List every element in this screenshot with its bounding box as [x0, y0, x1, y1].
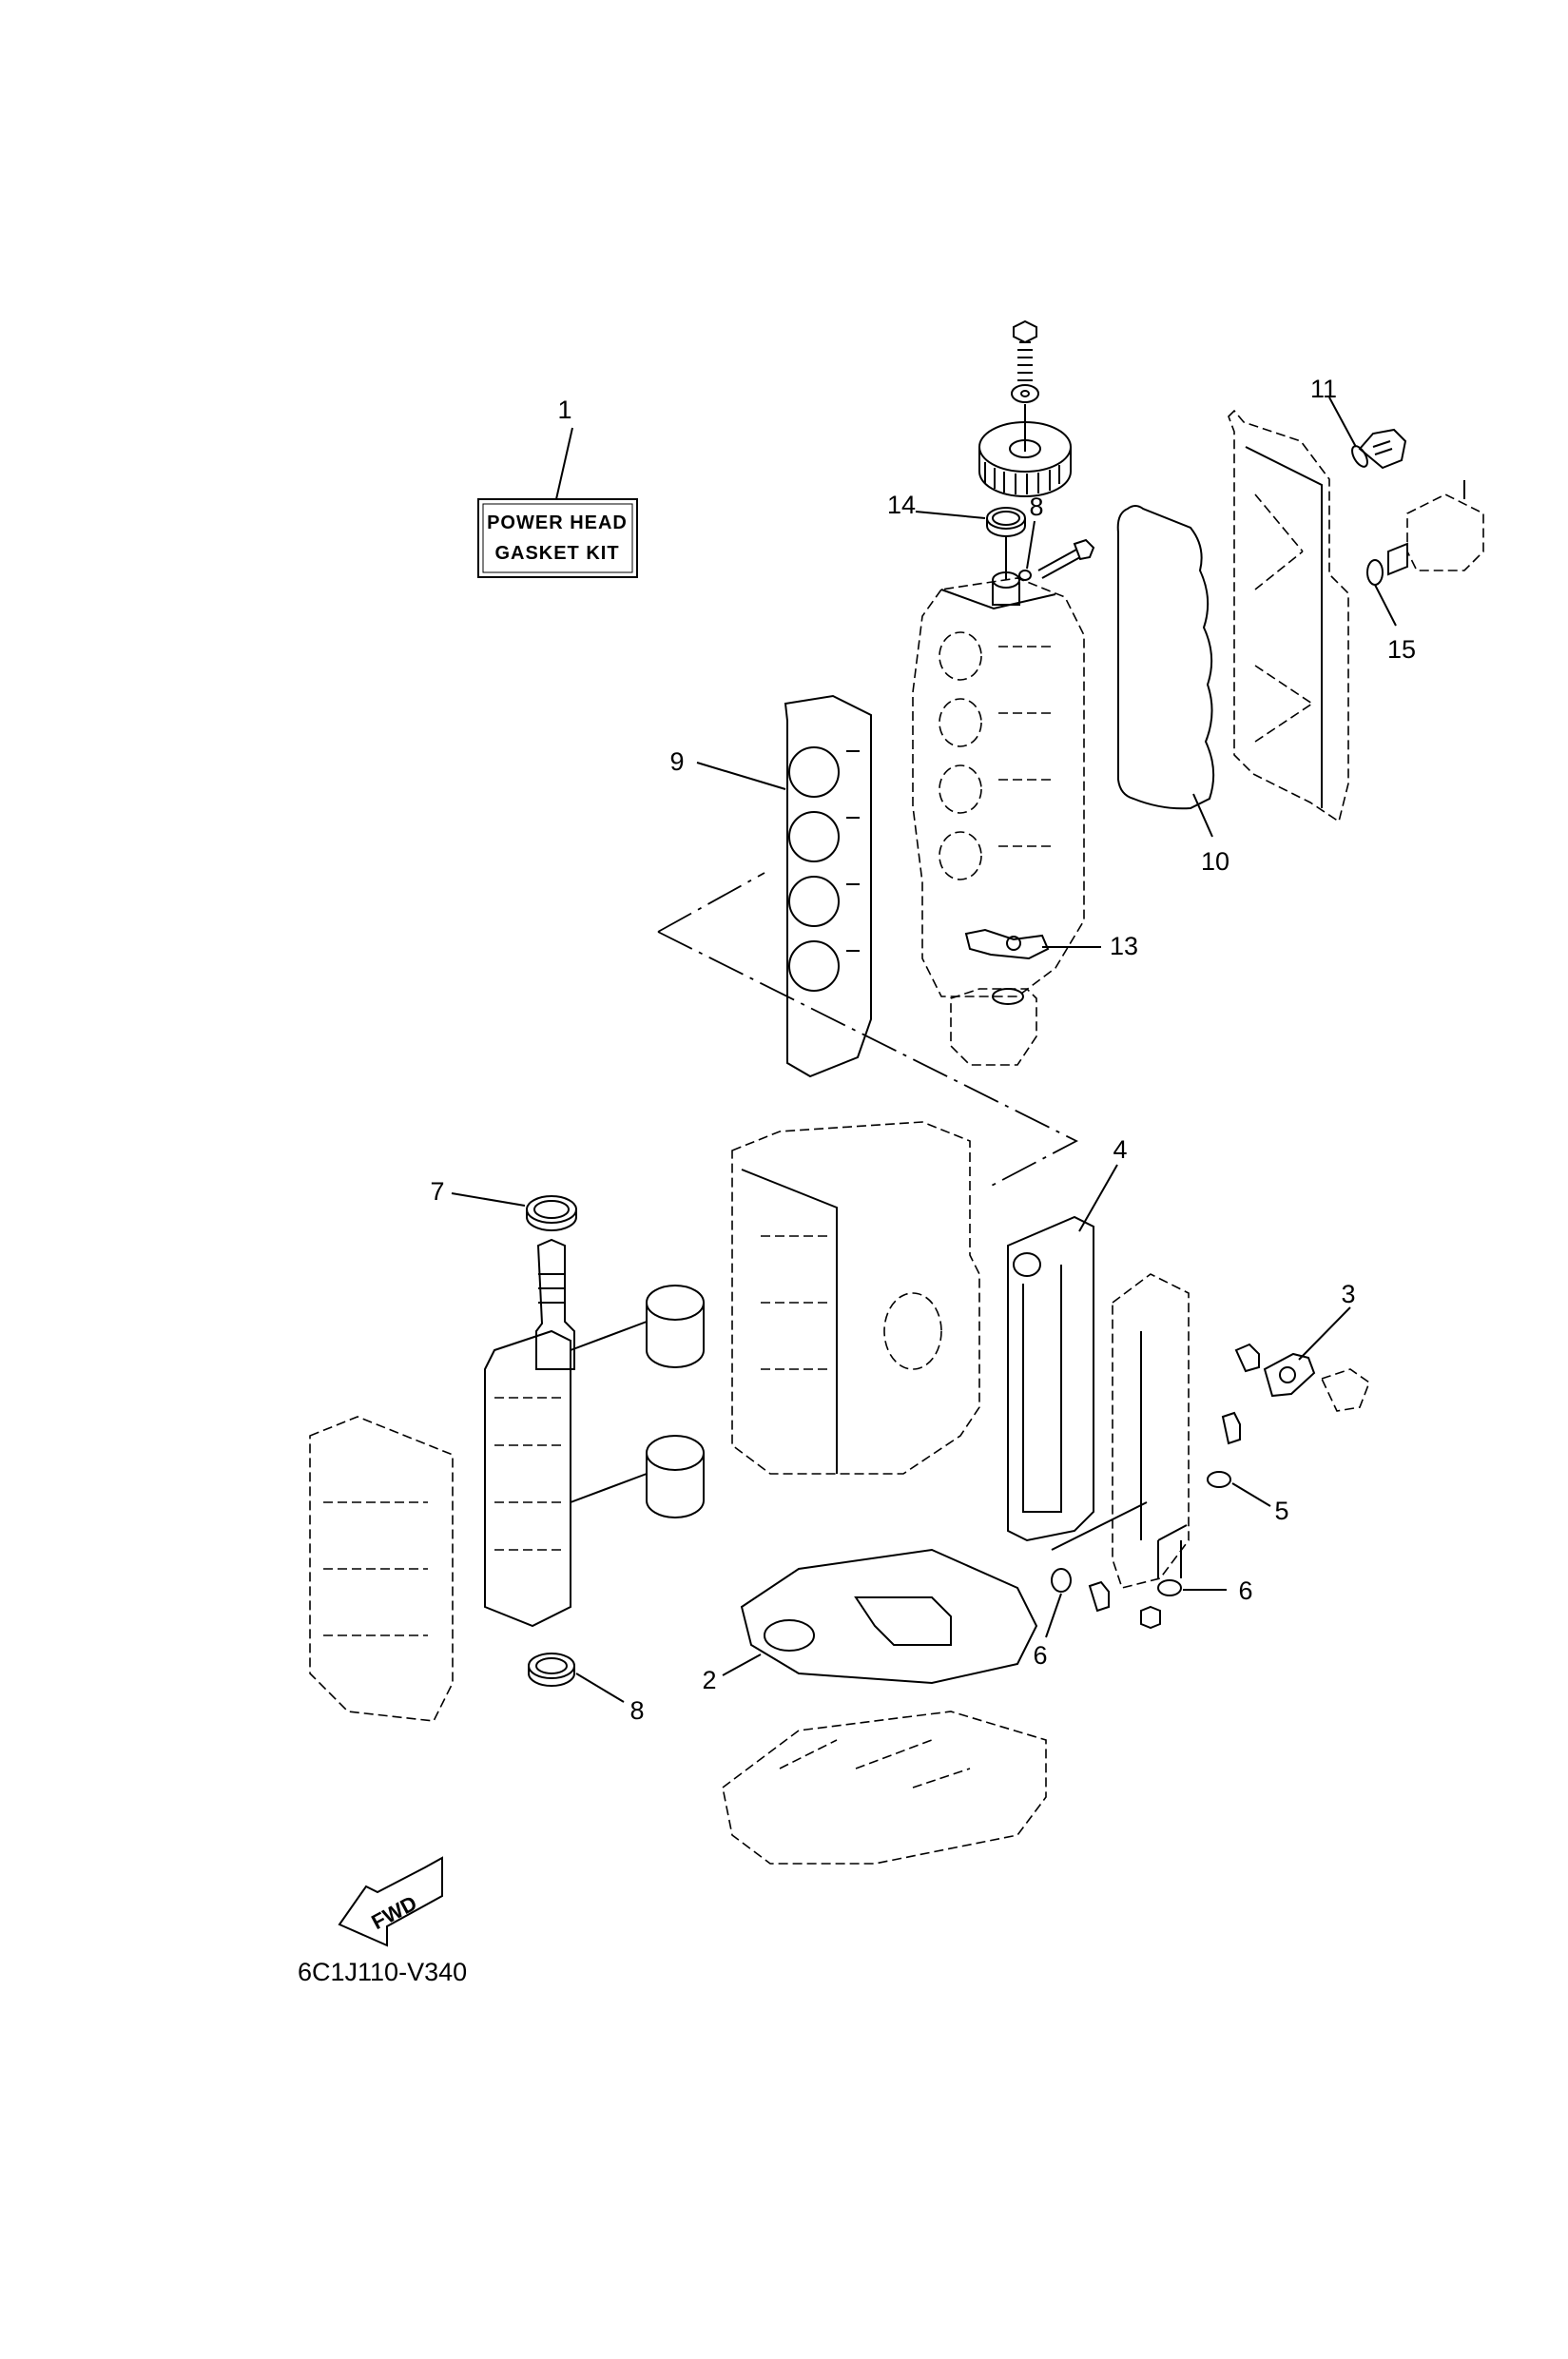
callout-5: 5 [1274, 1497, 1288, 1525]
oil-seal-7 [526, 1195, 577, 1231]
exhaust-cover [1112, 1273, 1190, 1589]
kit-label-line2: GASKET KIT [494, 543, 619, 564]
washer-9 [1018, 538, 1095, 581]
callout-2: 2 [702, 1666, 716, 1694]
callout-1: 1 [557, 396, 571, 424]
callout-4: 4 [1113, 1135, 1127, 1164]
fwd-label: FWD [367, 1891, 420, 1935]
kit-label-line1: POWER HEAD [487, 512, 628, 533]
fuel-pump [1387, 480, 1484, 576]
callout-15: 15 [1387, 635, 1416, 664]
cylinder-block [731, 1121, 980, 1475]
gasket-kit-label: POWER HEAD GASKET KIT [477, 498, 638, 578]
leader-15 [1374, 584, 1397, 627]
leader-3 [1298, 1306, 1351, 1361]
water-pump-housing [950, 988, 1037, 1066]
callout-6a: 6 [1238, 1576, 1252, 1605]
oring-15 [1366, 559, 1384, 586]
assembly-line [657, 872, 765, 933]
oring-12 [1351, 428, 1407, 470]
leader-5 [1231, 1482, 1271, 1507]
leader-11 [1192, 793, 1213, 838]
oring-5 [1207, 1471, 1231, 1488]
cover-gasket-11 [1116, 505, 1215, 810]
callout-8: 8 [629, 1696, 644, 1725]
cylinder-head [912, 571, 1085, 997]
oil-seal-14 [986, 507, 1026, 537]
crankcase-gasket-2 [740, 1548, 1038, 1685]
callout-10: 9 [669, 747, 684, 776]
callout-3: 3 [1341, 1280, 1355, 1308]
callout-13: 13 [1110, 932, 1138, 960]
forward-arrow-icon: FWD [338, 1856, 443, 1947]
callout-14: 14 [887, 491, 916, 519]
oil-seal-8 [528, 1653, 575, 1687]
leader-7 [451, 1192, 526, 1207]
diagram-code: 6C1J110-V340 [298, 1958, 467, 1986]
callout-11: 10 [1201, 847, 1229, 876]
head-gasket-10 [784, 694, 872, 1078]
leader-2 [722, 1653, 762, 1676]
callout-7: 7 [430, 1177, 444, 1206]
leader-8 [575, 1673, 625, 1703]
camshaft-pulley [978, 319, 1072, 497]
leader-1 [555, 427, 573, 500]
leader-9 [1026, 520, 1036, 570]
leader-6b [1045, 1593, 1062, 1638]
thermostat-gasket-3 [1234, 1343, 1370, 1412]
crankcase-cover [309, 1416, 454, 1722]
callout-12: 11 [1310, 375, 1337, 403]
leader-12 [1328, 396, 1357, 448]
gasket-13 [964, 928, 1050, 960]
cylinder-head-cover [1228, 409, 1349, 823]
callout-6b: 6 [1033, 1641, 1047, 1670]
assembly-line [657, 931, 1078, 1189]
leader-10 [696, 762, 786, 790]
exhaust-gasket-4 [1007, 1215, 1094, 1542]
lower-housing [722, 1711, 1047, 1865]
washer-6b [1051, 1568, 1072, 1593]
leader-4 [1078, 1164, 1118, 1232]
washer-6a [1157, 1579, 1182, 1596]
crankshaft-pistons [484, 1238, 705, 1628]
callout-9: 8 [1029, 493, 1043, 521]
leader-14 [915, 511, 986, 519]
